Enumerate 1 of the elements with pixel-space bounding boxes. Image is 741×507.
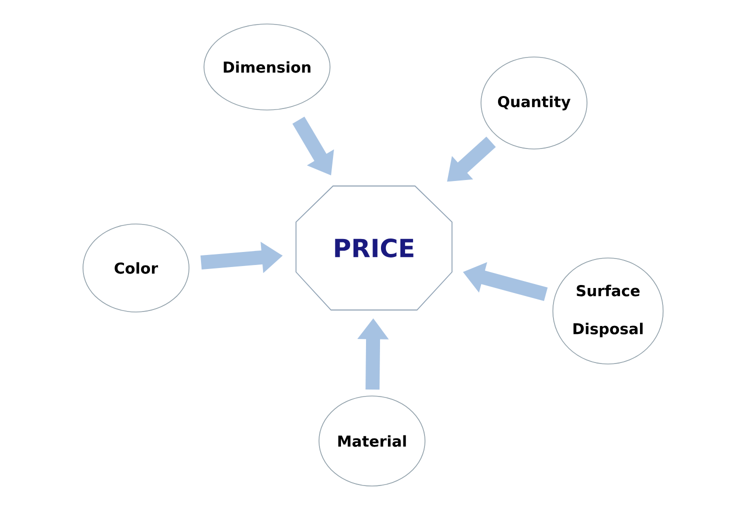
octagon: PRICE [296,186,452,310]
